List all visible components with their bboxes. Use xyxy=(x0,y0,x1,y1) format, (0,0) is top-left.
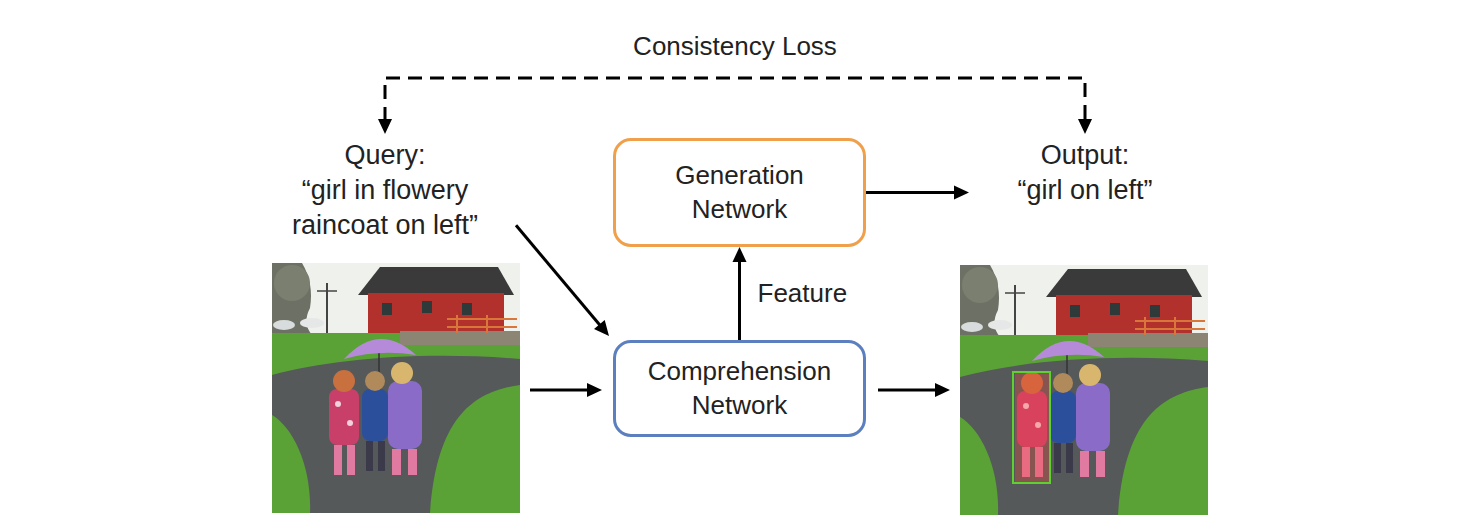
arrow-head xyxy=(378,119,392,134)
arrow-line xyxy=(878,389,936,392)
arrow-head xyxy=(935,383,950,397)
generation-box: Generation Network xyxy=(613,138,866,247)
arrow-head xyxy=(733,247,747,262)
arrow-line xyxy=(530,389,588,392)
bounding-box xyxy=(1013,372,1050,483)
edge-label: Feature xyxy=(754,278,852,309)
box-label: Comprehension Network xyxy=(640,355,840,423)
arrow-head xyxy=(954,186,969,200)
quoted-text: “girl on left” xyxy=(975,173,1195,208)
output-photo xyxy=(960,265,1208,515)
loss-connector xyxy=(378,78,1092,134)
input-photo xyxy=(272,263,520,513)
connector-line xyxy=(738,260,741,340)
arrow-head xyxy=(587,383,602,397)
input-photo-scene xyxy=(272,263,520,513)
comprehension-box: Comprehension Network xyxy=(613,340,866,437)
arrow-head xyxy=(1078,119,1092,134)
connector-line xyxy=(385,78,1085,121)
quoted-text: “girl in flowery raincoat on left” xyxy=(260,173,510,243)
flow-arrow xyxy=(866,186,969,200)
connector-line xyxy=(516,225,601,326)
image-arrow xyxy=(530,383,602,397)
output-photo-scene xyxy=(960,265,1208,515)
text-heading: Query: xyxy=(260,138,510,173)
highlight-mask xyxy=(1015,372,1050,483)
box-label: Generation Network xyxy=(640,159,840,227)
connector-line xyxy=(866,191,956,194)
arrow-head xyxy=(594,320,609,336)
query-text: Query:“girl in flowery raincoat on left” xyxy=(260,138,510,243)
flow-arrow xyxy=(516,225,609,336)
text-heading: Output: xyxy=(975,138,1195,173)
flow-arrow xyxy=(733,247,747,340)
image-arrow xyxy=(878,383,950,397)
edge-label: Consistency Loss xyxy=(629,31,841,62)
output-text: Output:“girl on left” xyxy=(975,138,1195,208)
